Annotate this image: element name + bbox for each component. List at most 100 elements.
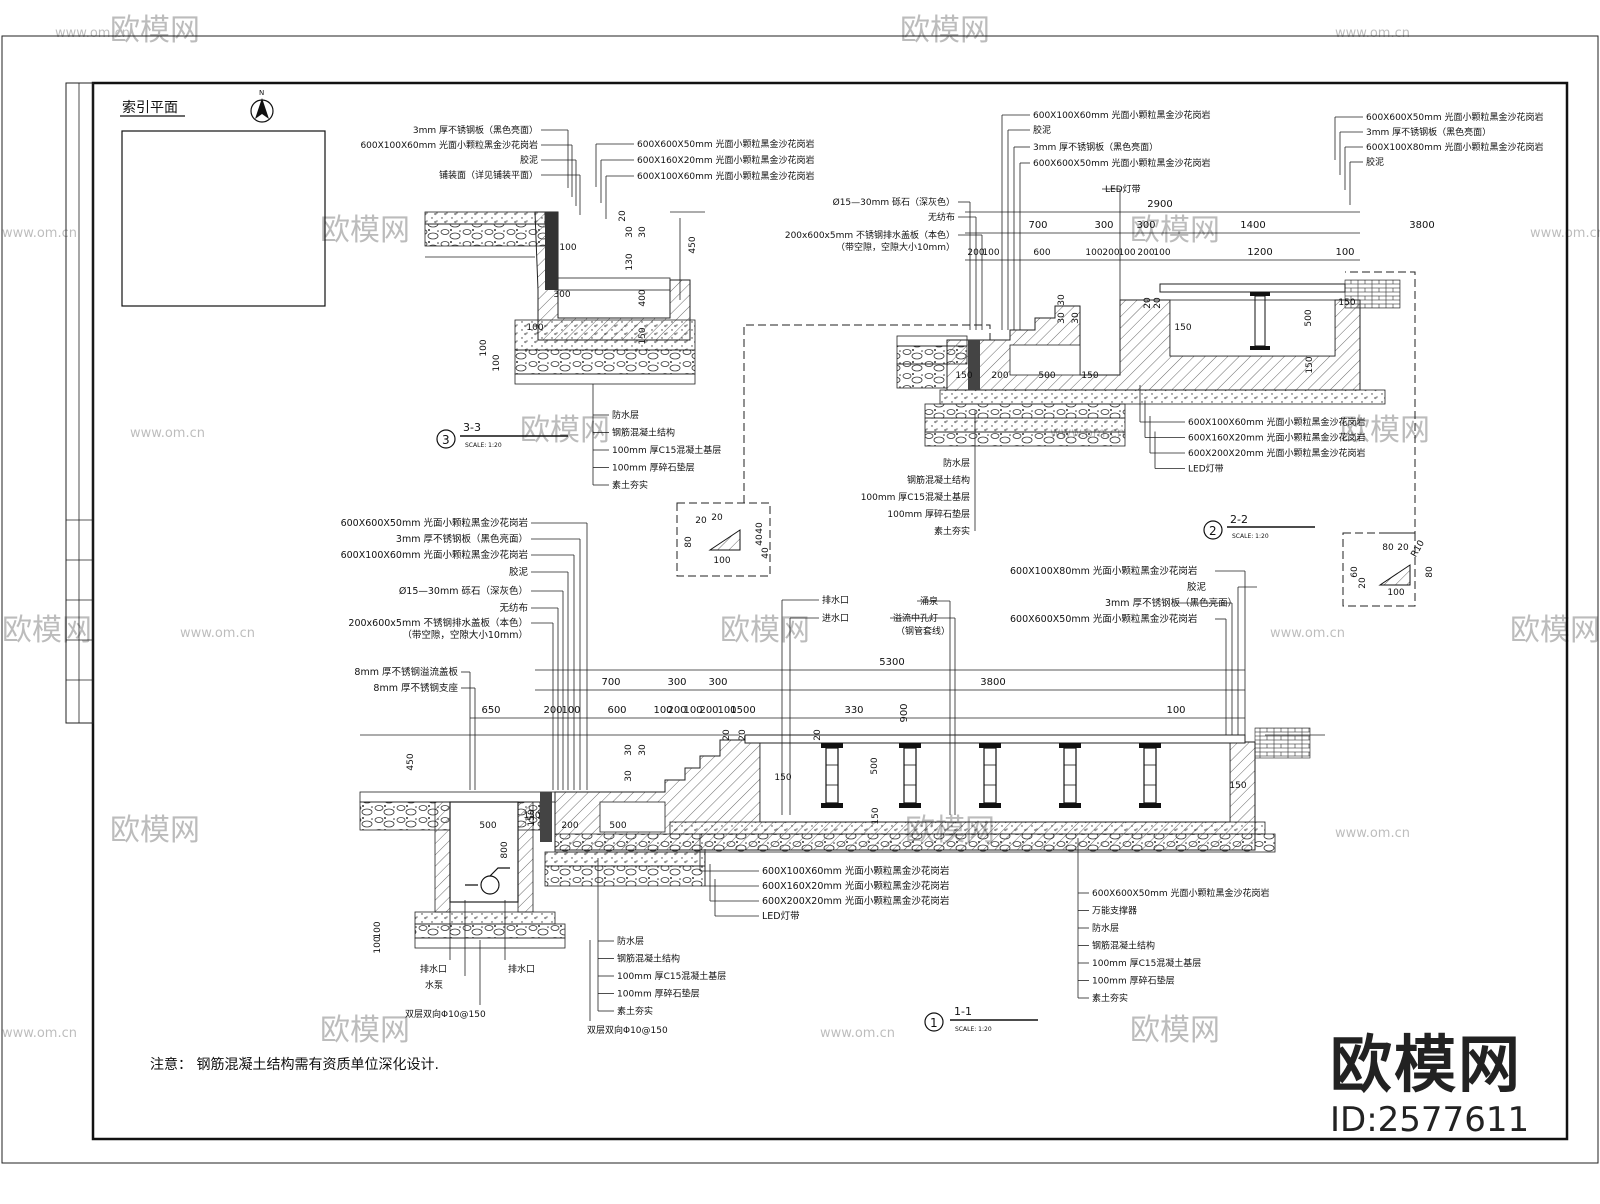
callout-label: 600X100X60mm 光面小颗粒黑金沙花岗岩 bbox=[637, 170, 815, 182]
dimension-value: 130 bbox=[625, 253, 635, 270]
callout-label: 100mm 厚C15混凝土基层 bbox=[861, 491, 970, 503]
dimension-value: 100 bbox=[1387, 588, 1404, 598]
callout-label: 素土夯实 bbox=[934, 525, 970, 537]
dimension-value: 1200 bbox=[1247, 247, 1272, 258]
watermark-brand-text: 欧模网 bbox=[1130, 213, 1220, 248]
dimension-value: 80 bbox=[684, 536, 694, 548]
section-3-3-drawing bbox=[424, 211, 705, 385]
section-3-3-title-block: 3 3-3 SCALE: 1:20 bbox=[436, 421, 568, 449]
watermark-brand-text: 欧模网 bbox=[720, 613, 810, 648]
callout-label: 3mm 厚不锈钢板（黑色亮面） bbox=[396, 533, 528, 545]
dimension-value: 300 bbox=[708, 677, 727, 688]
dimension-value: 80 bbox=[1425, 566, 1435, 578]
callout-label: 排水口 bbox=[508, 963, 535, 975]
dimension-value: 30 bbox=[1057, 294, 1067, 306]
dimension-value: 30 bbox=[1071, 312, 1081, 324]
callout-label: 铺装面（详见铺装平面） bbox=[439, 169, 538, 181]
section-2-2-drawing bbox=[896, 279, 1401, 447]
index-plan-title: 索引平面 bbox=[122, 99, 178, 116]
callout-label: 100mm 厚C15混凝土基层 bbox=[617, 970, 726, 982]
dimension-value: 150 bbox=[523, 811, 540, 821]
dimension-value: 100 bbox=[373, 921, 383, 938]
callout-label: 排水口 bbox=[420, 963, 447, 975]
callout-label: 600X200X20mm 光面小颗粒黑金沙花岗岩 bbox=[762, 895, 949, 907]
dimension-value: 20 bbox=[813, 729, 823, 741]
callout-label: 双层双向Φ10@150 bbox=[587, 1024, 668, 1036]
dimension-value: 400 bbox=[638, 289, 648, 306]
watermark-brand-text: 欧模网 bbox=[110, 813, 200, 848]
callout-label: 600X600X50mm 光面小颗粒黑金沙花岗岩 bbox=[1010, 613, 1197, 625]
callout-label: 双层双向Φ10@150 bbox=[405, 1008, 486, 1020]
dimension-value: 500 bbox=[870, 757, 880, 774]
section-1-1-title-block: 1 1-1 SCALE: 1:20 bbox=[924, 1005, 1038, 1033]
dimension-value: 1400 bbox=[1240, 220, 1265, 231]
callout-label: 100mm 厚碎石垫层 bbox=[617, 988, 700, 1000]
dimension-value: 800 bbox=[500, 841, 510, 858]
detail-b-leader bbox=[1345, 271, 1416, 534]
dimension-value: 100 bbox=[717, 705, 736, 716]
dimension-value: 300 bbox=[1136, 220, 1155, 231]
callout-label: 排水口 bbox=[822, 594, 849, 606]
watermark-brand-text: 欧模网 bbox=[1340, 413, 1430, 448]
dimension-value: 150 bbox=[1338, 298, 1355, 308]
callout-label: 600X160X20mm 光面小颗粒黑金沙花岗岩 bbox=[762, 880, 949, 892]
dimension-value: 30 bbox=[1057, 312, 1067, 324]
callout-label: 200x600x5mm 不锈钢排水盖板（本色） bbox=[348, 617, 528, 629]
dimension-value: 40 bbox=[755, 534, 765, 546]
dimension-value: 300 bbox=[553, 290, 570, 300]
callout-label: LED灯带 bbox=[1188, 464, 1224, 475]
callout-label: 素土夯实 bbox=[612, 479, 648, 491]
watermark-brand: 欧模网 bbox=[1330, 1028, 1523, 1101]
dimension-value: 300 bbox=[1094, 220, 1113, 231]
callout-label: 600X160X20mm 光面小颗粒黑金沙花岗岩 bbox=[637, 154, 815, 166]
callout-label: 3mm 厚不锈钢板（黑色亮面） bbox=[1033, 141, 1158, 153]
dimension-value: 200 bbox=[991, 371, 1008, 381]
callout-label: 素土夯实 bbox=[1092, 992, 1128, 1004]
watermark-url-text: www.om.cn bbox=[1335, 826, 1410, 841]
callout-label: 600X600X50mm 光面小颗粒黑金沙花岗岩 bbox=[1366, 111, 1544, 123]
watermark-brand-text: 欧模网 bbox=[900, 13, 990, 48]
dimension-value: 100 bbox=[982, 248, 999, 258]
dimension-value: 20 bbox=[695, 516, 707, 526]
callout-label: （钢管套线） bbox=[896, 625, 950, 637]
svg-text:SCALE: 1:20: SCALE: 1:20 bbox=[955, 1026, 992, 1033]
watermark-brand-text: 欧模网 bbox=[320, 213, 410, 248]
watermark-brand-text: 欧模网 bbox=[905, 813, 995, 848]
callout-label: LED灯带 bbox=[1105, 184, 1141, 195]
dimension-value: 20 bbox=[1397, 543, 1409, 553]
dimension-value: 150 bbox=[527, 809, 537, 826]
dimension-value: 3800 bbox=[980, 677, 1005, 688]
watermark-url-text: www.om.cn bbox=[180, 626, 255, 641]
callout-label: LED灯带 bbox=[762, 911, 800, 922]
callout-label: 100mm 厚碎石垫层 bbox=[1092, 975, 1175, 987]
svg-text:SCALE: 1:20: SCALE: 1:20 bbox=[465, 442, 502, 449]
svg-text:1: 1 bbox=[930, 1016, 938, 1030]
svg-text:3: 3 bbox=[442, 433, 450, 447]
watermark-brand-text: 欧模网 bbox=[1130, 1013, 1220, 1048]
callout-label: 防水层 bbox=[1092, 922, 1119, 934]
watermark-id: ID:2577611 bbox=[1330, 1100, 1530, 1140]
callout-label: 水泵 bbox=[425, 979, 443, 991]
section-1-1-bottom-right-labels: 600X600X50mm 光面小颗粒黑金沙花岗岩万能支撑器防水层钢筋混凝土结构1… bbox=[1077, 838, 1270, 1004]
dimension-value: 100 bbox=[559, 243, 576, 253]
callout-label: 100mm 厚碎石垫层 bbox=[612, 462, 695, 474]
watermark-url-text: www.om.cn bbox=[2, 1026, 77, 1041]
dimension-value: 100 bbox=[1335, 247, 1354, 258]
callout-label: 胶泥 bbox=[1033, 124, 1051, 136]
callout-label: 600X100X60mm 光面小颗粒黑金沙花岗岩 bbox=[762, 865, 949, 877]
dimension-value: 40 bbox=[755, 522, 765, 534]
dimension-value: 600 bbox=[1033, 248, 1050, 258]
section-1-1-rebar-labels: 双层双向Φ10@150 双层双向Φ10@150 bbox=[405, 940, 668, 1036]
callout-label: 8mm 厚不锈钢支座 bbox=[373, 682, 458, 694]
dimension-value: 500 bbox=[609, 821, 626, 831]
dimension-value: 200 bbox=[699, 705, 718, 716]
